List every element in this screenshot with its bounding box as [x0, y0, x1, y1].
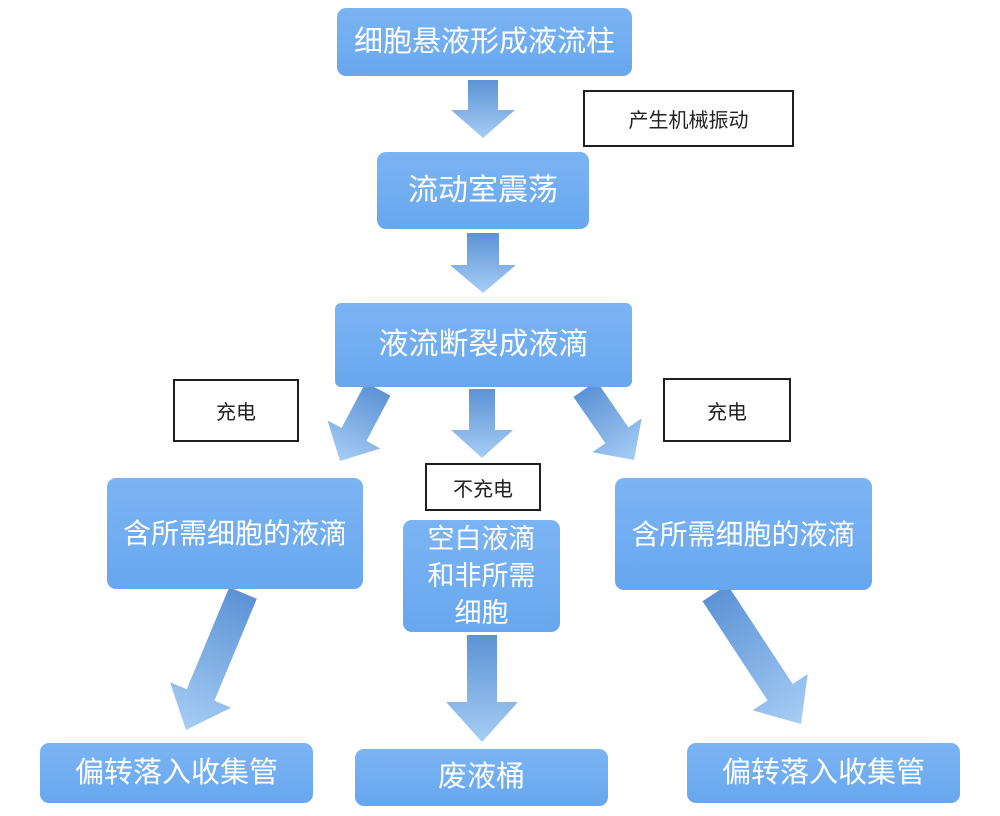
arrow-breakup-to-right	[573, 381, 642, 460]
node-flow-chamber: 流动室震荡	[377, 152, 589, 229]
node-stream-breakup: 液流断裂成液滴	[335, 303, 632, 387]
node-left-collection-tube: 偏转落入收集管	[40, 743, 313, 803]
node-waste-bucket: 废液桶	[355, 749, 608, 806]
label-no-charge: 不充电	[425, 463, 541, 511]
arrow-right-deflect	[702, 584, 808, 724]
node-cell-suspension: 细胞悬液形成液流柱	[337, 8, 632, 76]
arrow-breakup-to-center	[451, 389, 513, 458]
arrow-center-to-waste	[446, 635, 518, 742]
node-center-droplet: 空白液滴 和非所需 细胞	[403, 520, 560, 632]
node-center-droplet-line2: 和非所需	[427, 560, 536, 591]
node-right-collection-tube: 偏转落入收集管	[687, 743, 960, 803]
node-right-droplet: 含所需细胞的液滴	[615, 478, 872, 590]
node-left-droplet: 含所需细胞的液滴	[107, 478, 363, 589]
label-mechanical-vibration: 产生机械振动	[583, 90, 794, 147]
arrow-chamber-to-breakup	[450, 233, 516, 293]
arrow-left-deflect	[170, 587, 257, 730]
label-charge-right: 充电	[663, 378, 791, 442]
node-center-droplet-line1: 空白液滴	[427, 523, 536, 554]
label-charge-left: 充电	[173, 379, 299, 442]
arrow-stream-to-chamber	[451, 80, 515, 138]
node-center-droplet-line3: 细胞	[454, 597, 509, 628]
arrow-breakup-to-left	[327, 382, 391, 461]
